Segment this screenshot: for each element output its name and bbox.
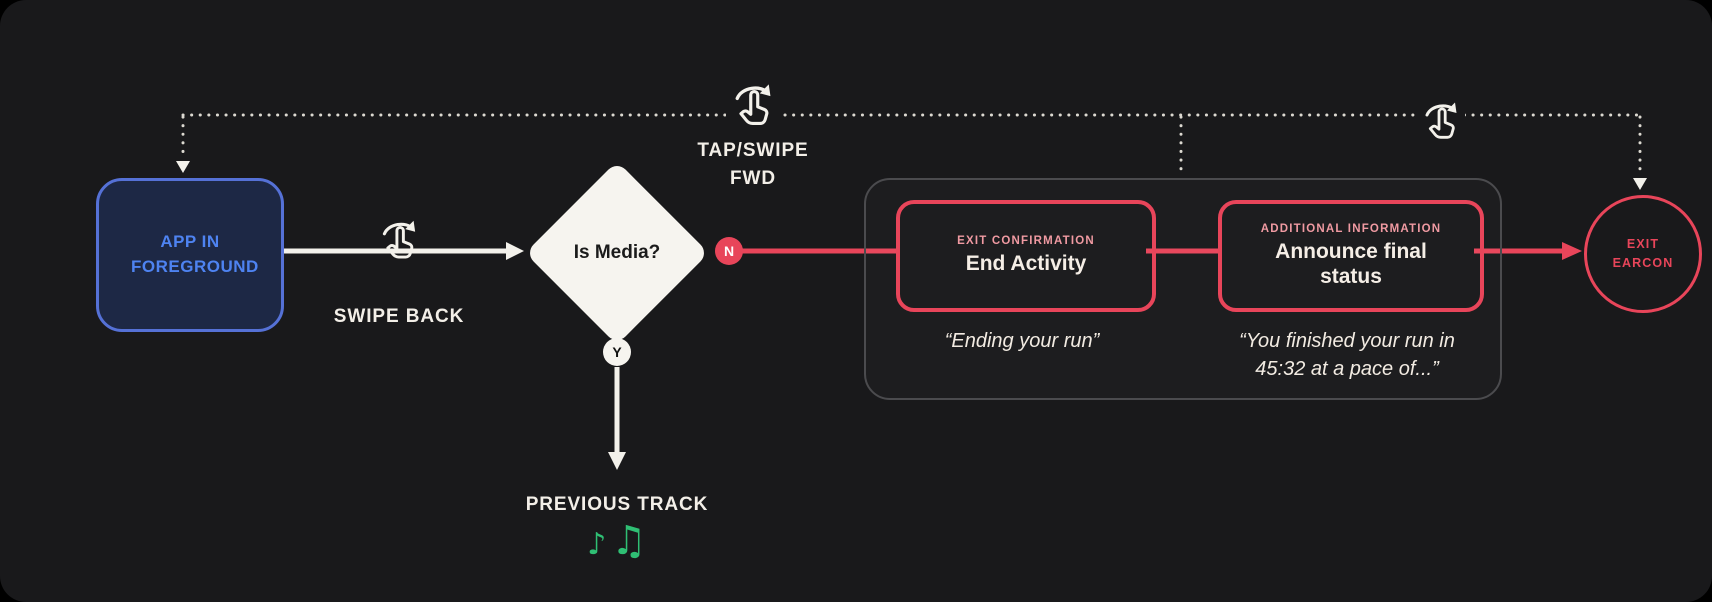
swipe-back-label: SWIPE BACK [333,306,465,327]
decision-yes-arrowhead [608,452,626,470]
exit-confirmation-node: EXIT CONFIRMATION End Activity [896,200,1156,312]
decision-no-badge: N [715,237,743,265]
exit-earcon-label: EXIT EARCON [1612,236,1674,270]
app-in-foreground-label: APP IN FOREGROUND [131,232,259,276]
additional-information-title: Announce final status [1275,240,1427,288]
additional-information-quote: “You finished your run in 45:32 at a pac… [1239,330,1455,380]
previous-track-label: PREVIOUS TRACK [525,494,709,515]
music-notes-icon: ♪ ♫ [467,518,767,564]
music-note-large-icon: ♫ [610,518,647,564]
additional-information-node: ADDITIONAL INFORMATION Announce final st… [1218,200,1484,312]
exit-confirmation-eyebrow: EXIT CONFIRMATION [957,235,1095,248]
tap-swipe-fwd-gesture-icon [726,77,780,131]
swipe-back-gesture-icon [374,214,424,264]
decision-label: Is Media? [573,242,661,263]
exit-confirmation-quote: “Ending your run” [944,330,1100,352]
decision-yes-badge: Y [603,338,631,366]
is-media-decision-node: Is Media? [525,161,709,345]
shortcut-arrowhead-into-earcon [1633,178,1647,190]
exit-earcon-node: EXIT EARCON [1584,195,1702,313]
swipe-fwd-gesture-icon-right [1417,96,1465,144]
tap-swipe-fwd-label: TAP/SWIPE FWD [697,140,809,189]
music-note-small-icon: ♪ [587,527,607,562]
exit-flow-group [864,178,1502,400]
shortcut-arrowhead-into-app [176,161,190,173]
to-earcon-arrowhead [1562,242,1582,260]
app-in-foreground-node: APP IN FOREGROUND [96,178,284,332]
app-to-decision-arrowhead [506,242,524,260]
exit-confirmation-title: End Activity [965,252,1087,276]
additional-information-eyebrow: ADDITIONAL INFORMATION [1260,223,1442,236]
